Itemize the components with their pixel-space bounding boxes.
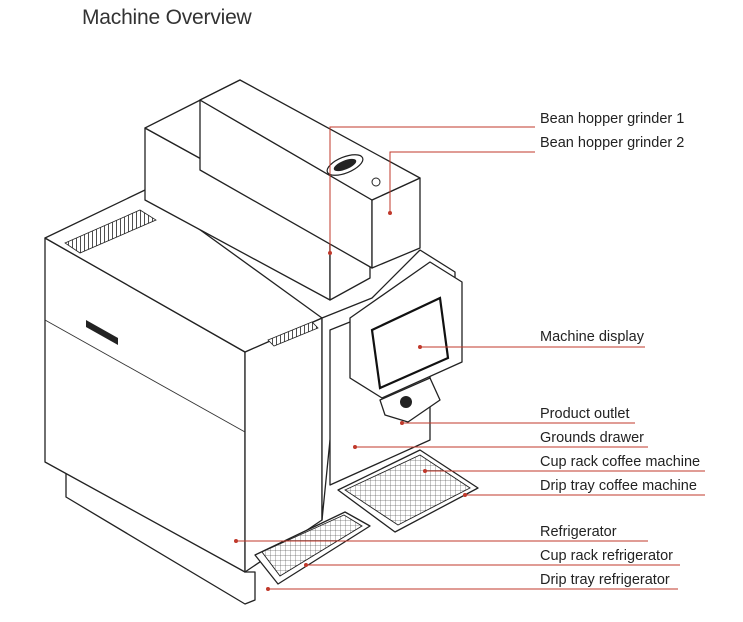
coffee-machine-illustration — [44, 79, 479, 605]
callout-label: Product outlet — [540, 406, 629, 422]
leader-dot — [418, 345, 422, 349]
leader-dot — [463, 493, 467, 497]
leader-dot — [423, 469, 427, 473]
callout-label: Bean hopper grinder 2 — [540, 135, 684, 151]
leader-dot — [304, 563, 308, 567]
leader-line — [389, 151, 535, 213]
callout-label: Grounds drawer — [540, 430, 644, 446]
callout-product-outlet: Product outlet — [400, 406, 635, 425]
display-screen — [370, 296, 450, 390]
callout-label: Drip tray coffee machine — [540, 478, 697, 494]
page-title: Machine Overview — [82, 6, 252, 29]
brand-plate — [86, 320, 118, 345]
leader-dot — [234, 539, 238, 543]
callout-cup-rack-refrigerator: Cup rack refrigerator — [304, 548, 680, 567]
leader-dot — [328, 251, 332, 255]
callout-label: Drip tray refrigerator — [540, 572, 670, 588]
leader-dot — [353, 445, 357, 449]
door-line — [44, 319, 246, 433]
callout-drip-tray-coffee-machine: Drip tray coffee machine — [463, 478, 705, 497]
callout-label: Cup rack coffee machine — [540, 454, 700, 470]
top-vent-grill — [64, 209, 157, 254]
callout-label: Refrigerator — [540, 524, 617, 540]
callout-cup-rack-coffee-machine: Cup rack coffee machine — [423, 454, 705, 473]
callout-machine-display: Machine display — [418, 329, 645, 349]
callout-label: Machine display — [540, 329, 645, 345]
callout-label: Bean hopper grinder 1 — [540, 111, 684, 127]
leader-line — [329, 126, 535, 253]
leader-dot — [400, 421, 404, 425]
callout-grounds-drawer: Grounds drawer — [353, 430, 648, 449]
callout-label: Cup rack refrigerator — [540, 548, 673, 564]
bean-hopper-2-top — [199, 79, 421, 201]
side-vent-grill — [267, 321, 319, 347]
callouts: Bean hopper grinder 1 Bean hopper grinde… — [234, 111, 705, 591]
callout-bean-hopper-grinder-2: Bean hopper grinder 2 — [388, 135, 684, 215]
callout-bean-hopper-grinder-1: Bean hopper grinder 1 — [328, 111, 684, 255]
refrigerator-cup-rack — [261, 514, 363, 577]
callout-refrigerator: Refrigerator — [234, 524, 648, 543]
leader-dot — [266, 587, 270, 591]
coffee-cup-rack — [344, 454, 471, 526]
leader-dot — [388, 211, 392, 215]
callout-drip-tray-refrigerator: Drip tray refrigerator — [266, 572, 678, 591]
